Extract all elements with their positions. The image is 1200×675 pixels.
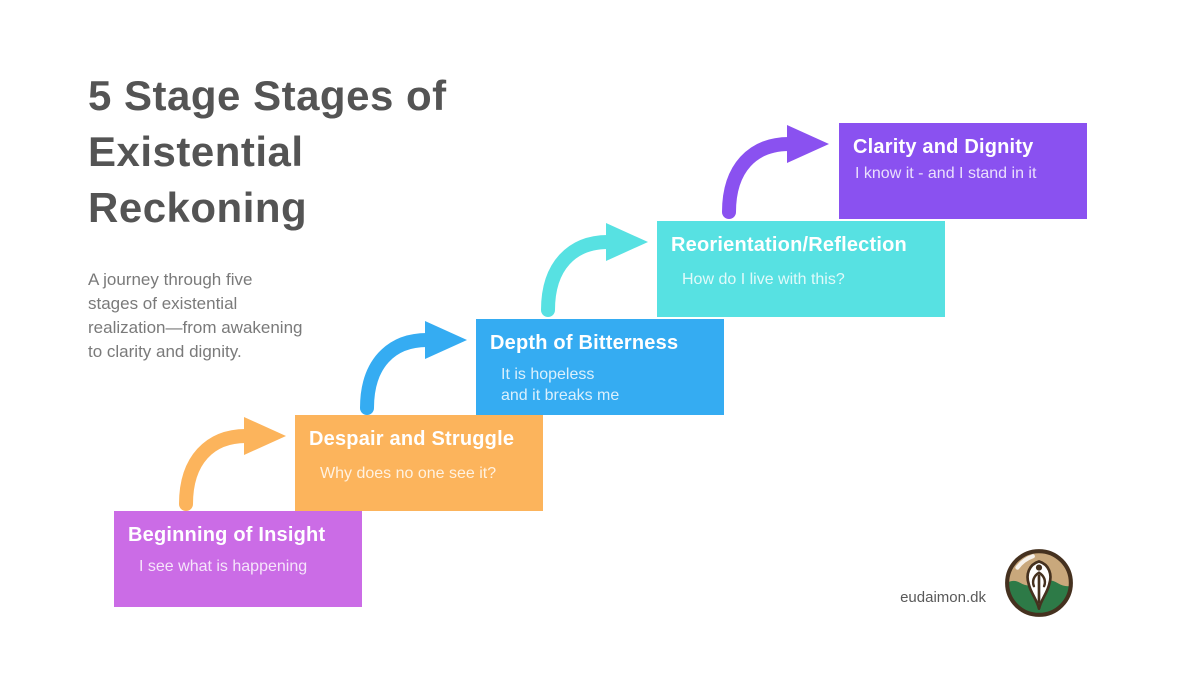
- arrow-stem: [541, 235, 615, 317]
- curved-arrow-icon: [360, 321, 467, 415]
- arrow-stem: [360, 333, 434, 415]
- curved-arrow-icon: [722, 125, 829, 219]
- stage-box-clarity-and-dignity: Clarity and Dignity I know it - and I st…: [839, 123, 1087, 219]
- stage-caption: It is hopeless and it breaks me: [501, 366, 620, 404]
- arrow-head: [606, 223, 648, 261]
- stage-caption: I know it - and I stand in it: [855, 165, 1037, 182]
- brand-footer: eudaimon.dk: [780, 536, 1080, 620]
- stage-name: Reorientation/Reflection: [671, 234, 907, 256]
- arrow-head: [244, 417, 286, 455]
- stage-box-depth-of-bitterness: Depth of Bitterness It is hopeless and i…: [476, 319, 724, 415]
- page-title: 5 Stage Stages of Existential Reckoning: [88, 72, 447, 231]
- arrow-stem: [722, 137, 796, 219]
- stage-caption: How do I live with this?: [682, 271, 845, 288]
- stage-box-despair-and-struggle: Despair and Struggle Why does no one see…: [295, 415, 543, 511]
- page-subtitle: A journey through five stages of existen…: [88, 270, 303, 361]
- arrow-stem: [179, 429, 253, 511]
- stage-name: Clarity and Dignity: [853, 136, 1034, 158]
- eudaimon-logo-icon: [1005, 549, 1073, 617]
- stage-name: Depth of Bitterness: [490, 332, 679, 354]
- arrow-head: [787, 125, 829, 163]
- logo-figure-group: [1005, 549, 1073, 617]
- curved-arrow-icon: [541, 223, 648, 317]
- curved-arrow-icon: [179, 417, 286, 511]
- logo-ring: [1005, 549, 1073, 617]
- stage-box-reorientation-reflection: Reorientation/Reflection How do I live w…: [657, 221, 945, 317]
- logo-figure-arms: [1031, 571, 1047, 588]
- logo-figure-head: [1035, 564, 1043, 571]
- stage-box-beginning-of-insight: Beginning of Insight I see what is happe…: [114, 511, 362, 607]
- logo-highlight: [1015, 554, 1035, 570]
- stage-name: Despair and Struggle: [309, 428, 515, 450]
- stage-caption: I see what is happening: [139, 558, 308, 575]
- arrow-head: [425, 321, 467, 359]
- stage-name: Beginning of Insight: [128, 524, 326, 546]
- stage-caption: Why does no one see it?: [320, 465, 497, 482]
- brand-text: eudaimon.dk: [900, 589, 986, 606]
